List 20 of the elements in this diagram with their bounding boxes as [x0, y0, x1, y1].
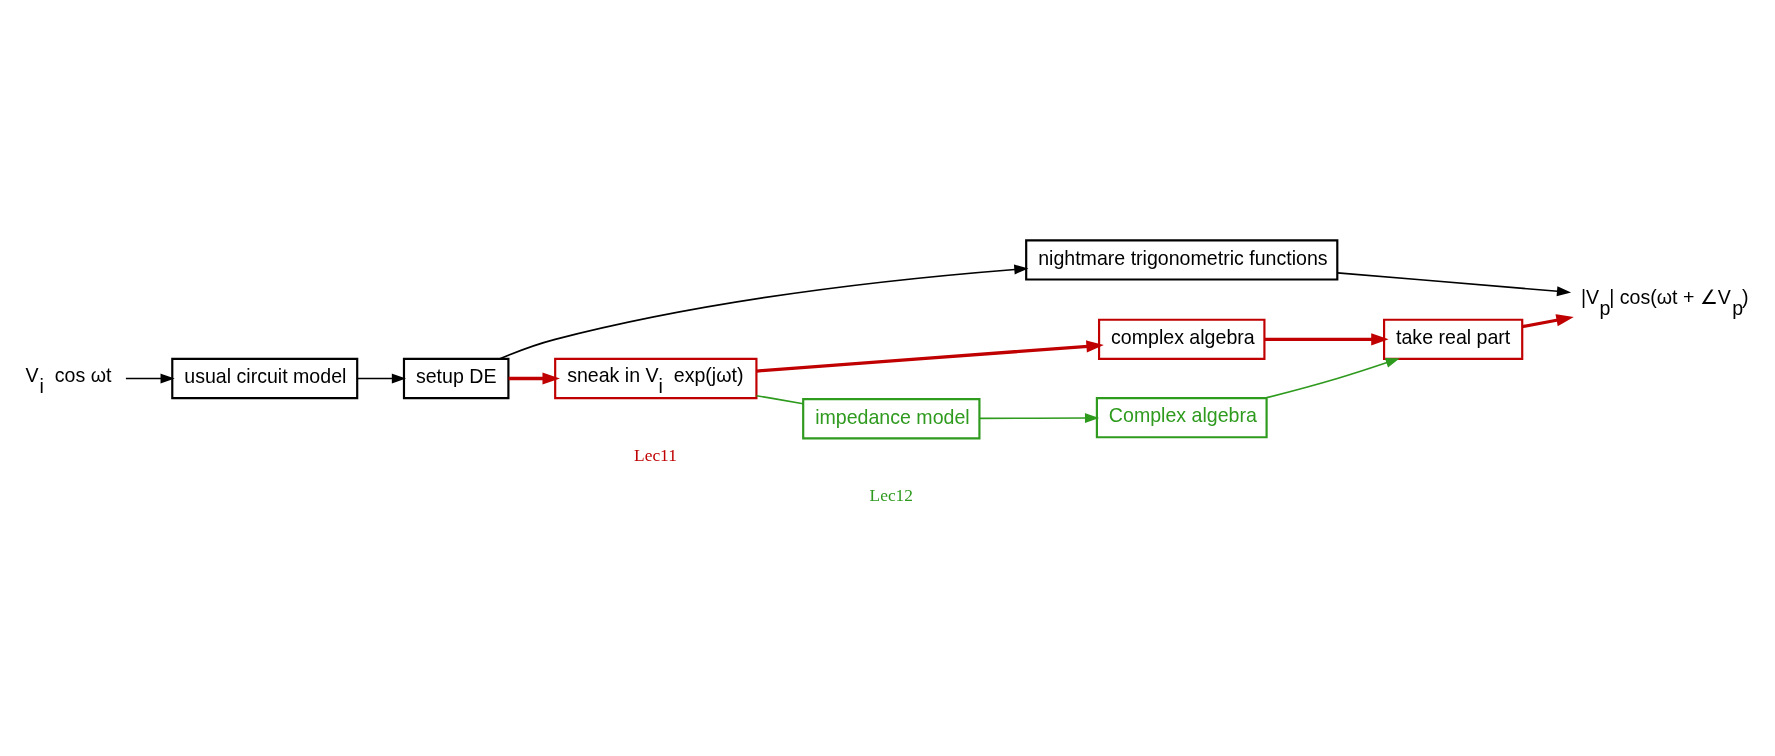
arrow [499, 264, 1029, 360]
arrow [1522, 313, 1574, 328]
arrow [1336, 271, 1572, 296]
arrow [356, 373, 406, 383]
node-box: complex algebra [1098, 318, 1266, 360]
connector [755, 394, 804, 405]
arrow [125, 373, 175, 383]
node-box: setup DE [402, 357, 510, 399]
arrow [508, 371, 560, 385]
label: Lec11 [634, 444, 677, 465]
arrow [756, 339, 1104, 373]
node-box: take real part [1383, 318, 1524, 360]
label: Lec12 [869, 484, 913, 505]
node-box: usual circuit model [171, 357, 359, 399]
arrow [1264, 332, 1389, 345]
node-box: nightmare trigonometric functions [1025, 238, 1339, 281]
node-box: impedance model [802, 397, 981, 439]
arrow [978, 412, 1100, 423]
node-box: Complex algebra [1095, 396, 1268, 438]
arrow [1264, 357, 1400, 399]
